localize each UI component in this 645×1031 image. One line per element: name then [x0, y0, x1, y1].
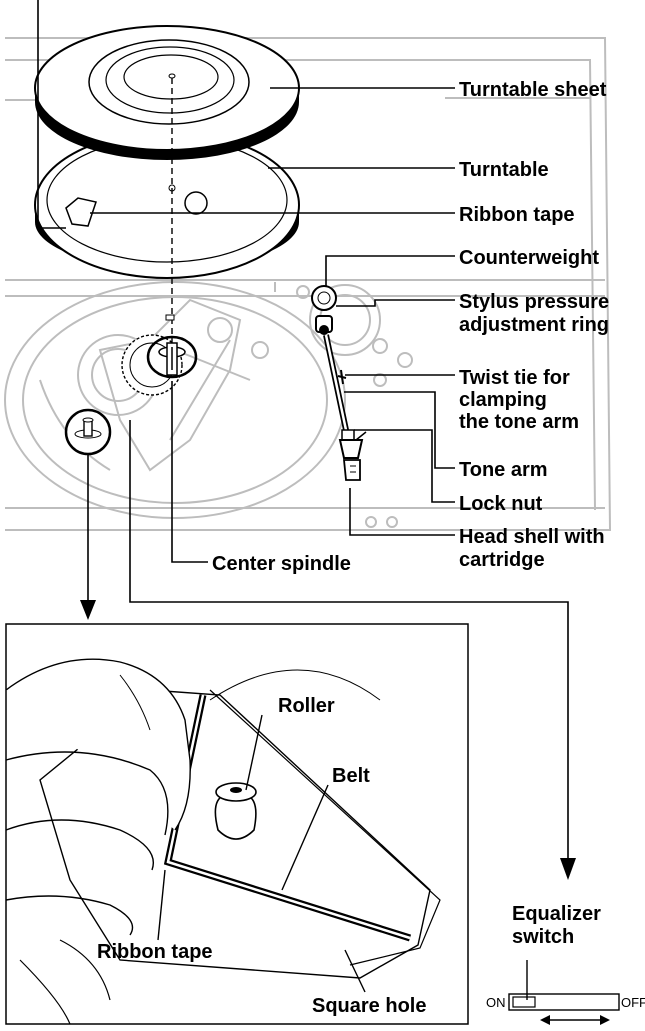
leader-lines-upper [37, 0, 455, 563]
closeup-panel [5, 623, 469, 1025]
spindle-circle-callout [146, 335, 198, 379]
label-square-hole: Square hole [312, 995, 426, 1017]
label-clamping: clamping [459, 389, 547, 411]
label-switch-on: ON [486, 995, 506, 1010]
label-tone-arm: Tone arm [459, 459, 548, 481]
label-turntable: Turntable [459, 159, 549, 181]
label-switch: switch [512, 926, 574, 948]
label-adjustment-ring: adjustment ring [459, 314, 609, 336]
label-ribbon-tape-top: Ribbon tape [459, 204, 575, 226]
arrow-to-equalizer [129, 420, 576, 880]
label-equalizer: Equalizer [512, 903, 601, 925]
label-the-tone-arm: the tone arm [459, 411, 579, 433]
spindle-gear [121, 314, 198, 396]
tone-arm-assembly [311, 285, 367, 481]
label-lock-nut: Lock nut [459, 493, 543, 515]
label-roller: Roller [278, 695, 335, 717]
label-belt: Belt [332, 765, 370, 787]
roller-callout [64, 408, 112, 456]
label-counterweight: Counterweight [459, 247, 599, 269]
label-cartridge: cartridge [459, 549, 545, 571]
label-stylus-pressure: Stylus pressure [459, 291, 609, 313]
label-center-spindle: Center spindle [212, 553, 351, 575]
ribbon-tape-on-platter [65, 197, 97, 227]
turntable-platter [34, 131, 300, 279]
equalizer-switch [508, 960, 620, 1025]
label-turntable-sheet: Turntable sheet [459, 79, 607, 101]
label-head-shell: Head shell with [459, 526, 605, 548]
label-switch-off: OFF [621, 995, 645, 1010]
label-ribbon-tape-closeup: Ribbon tape [97, 941, 213, 963]
label-twist-tie: Twist tie for [459, 367, 570, 389]
arrow-to-closeup [80, 454, 96, 620]
turntable-sheet [34, 25, 300, 160]
